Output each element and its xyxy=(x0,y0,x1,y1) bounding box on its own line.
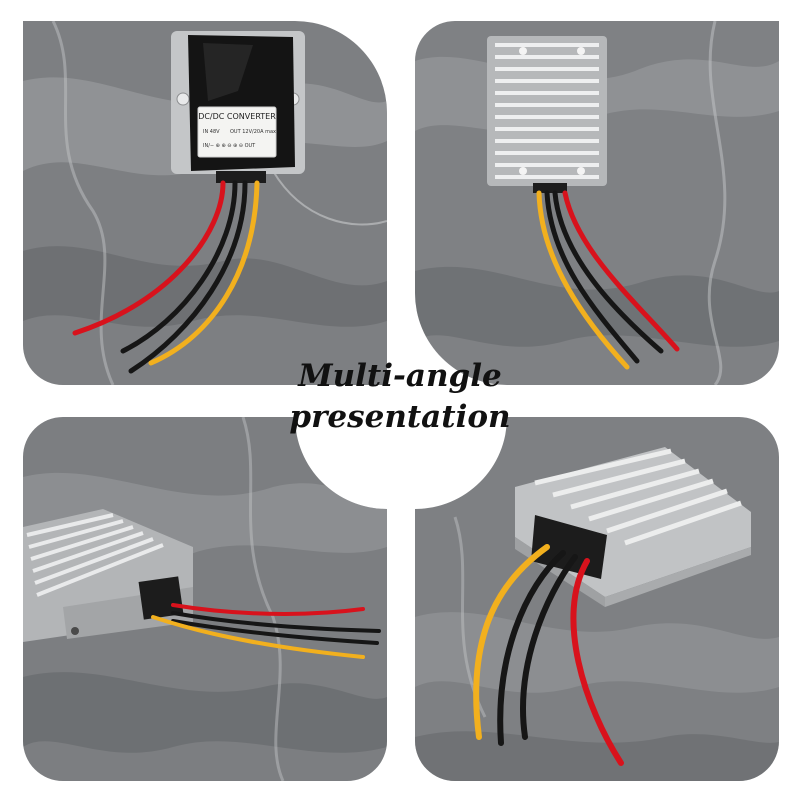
photo-front-angle-view xyxy=(415,417,779,781)
black-wire xyxy=(552,190,664,354)
yellow-wire xyxy=(151,615,365,659)
black-wire xyxy=(544,190,640,364)
top-heatsink-view-image xyxy=(415,21,779,385)
wire-bundle xyxy=(72,180,260,374)
product-label-sticker: DC/DC CONVERTER IN 48V OUT 12V/20A max I… xyxy=(197,106,277,158)
red-wire xyxy=(171,603,365,616)
black-wire xyxy=(171,619,379,645)
front-angle-view-image xyxy=(415,417,779,781)
cable-grommet xyxy=(216,171,266,183)
black-wire xyxy=(497,550,566,746)
label-symbols: IN/− ⊕ ⊕ ⊖ ⊕ ⊖ OUT xyxy=(203,143,256,149)
heatsink-fins xyxy=(495,43,599,179)
yellow-wire xyxy=(148,180,260,366)
label-input: IN 48V xyxy=(203,129,220,135)
yellow-wire xyxy=(536,190,630,370)
heatsink-fins xyxy=(26,513,164,597)
caption-line-1: Multi-angle xyxy=(298,358,502,394)
red-wire xyxy=(562,190,680,352)
heatsink-body xyxy=(487,36,607,186)
red-wire xyxy=(570,558,624,766)
black-wire xyxy=(520,554,578,740)
heatsink-fins xyxy=(534,448,742,546)
cable-grommet xyxy=(138,576,184,620)
photo-front-label-view: DC/DC CONVERTER IN 48V OUT 12V/20A max I… xyxy=(23,21,387,385)
photo-side-angle-view xyxy=(23,417,387,781)
yellow-wire xyxy=(473,544,550,740)
red-wire xyxy=(72,180,226,336)
multi-angle-caption: Multi-angle presentation xyxy=(250,356,550,438)
cable-grommet xyxy=(533,183,567,193)
label-output: OUT 12V/20A max xyxy=(230,129,276,135)
caption-line-2: presentation xyxy=(289,399,511,435)
wire-bundle xyxy=(473,544,624,766)
black-wire xyxy=(128,180,248,374)
front-label-view-image: DC/DC CONVERTER IN 48V OUT 12V/20A max I… xyxy=(23,21,387,385)
photo-top-heatsink-view xyxy=(415,21,779,385)
side-angle-view-image xyxy=(23,417,387,781)
label-title: DC/DC CONVERTER xyxy=(198,112,276,121)
wire-bundle xyxy=(151,603,381,659)
black-wire xyxy=(171,611,381,633)
wire-bundle xyxy=(536,190,680,370)
black-wire xyxy=(120,180,238,354)
